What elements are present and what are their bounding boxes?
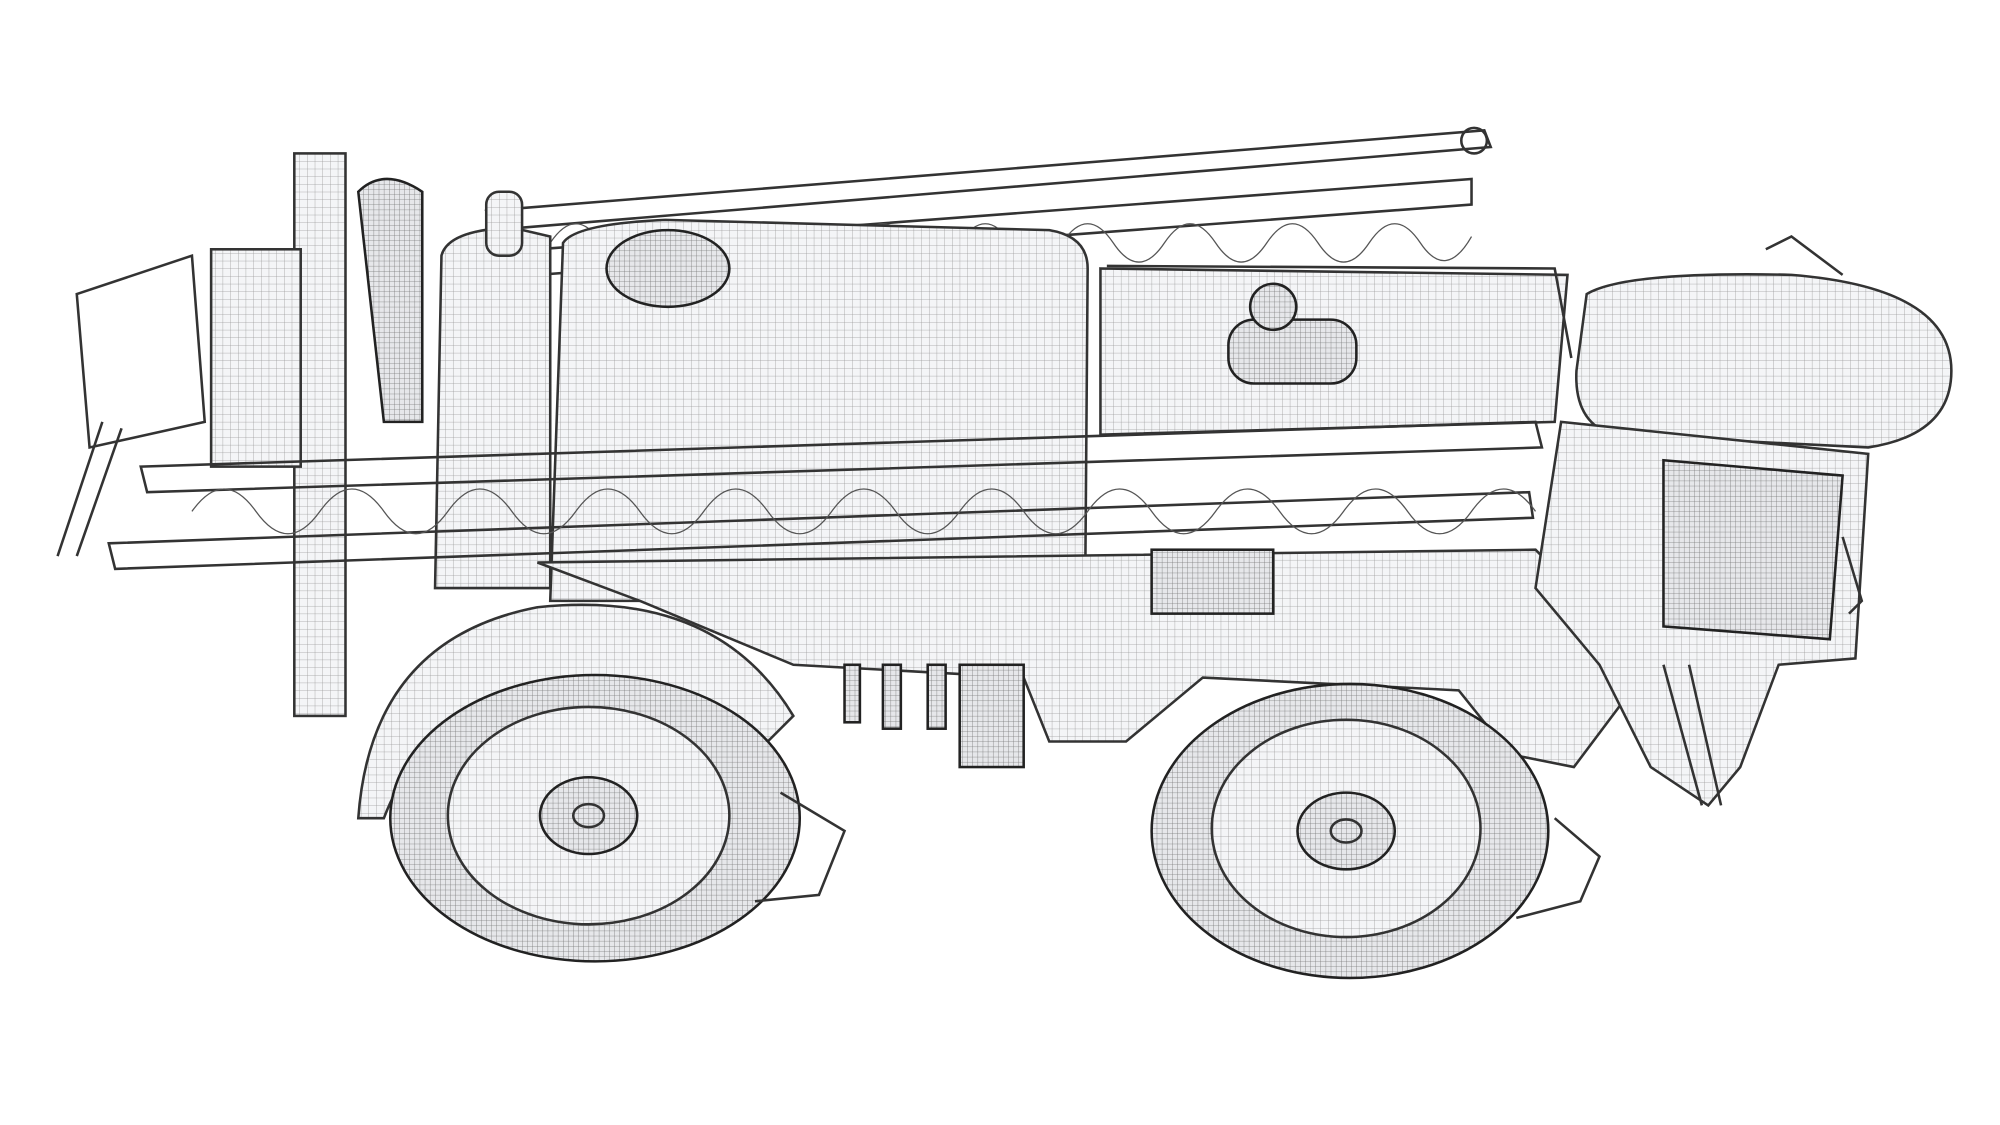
engine-deck — [1099, 264, 1573, 436]
lower-boom — [107, 420, 1544, 571]
front-wheel — [1150, 682, 1602, 980]
spray-tank — [433, 190, 1089, 603]
cab — [1534, 235, 1953, 808]
rear-wheel — [356, 603, 847, 963]
valves — [843, 663, 947, 730]
rear-boom-assembly — [56, 152, 424, 718]
